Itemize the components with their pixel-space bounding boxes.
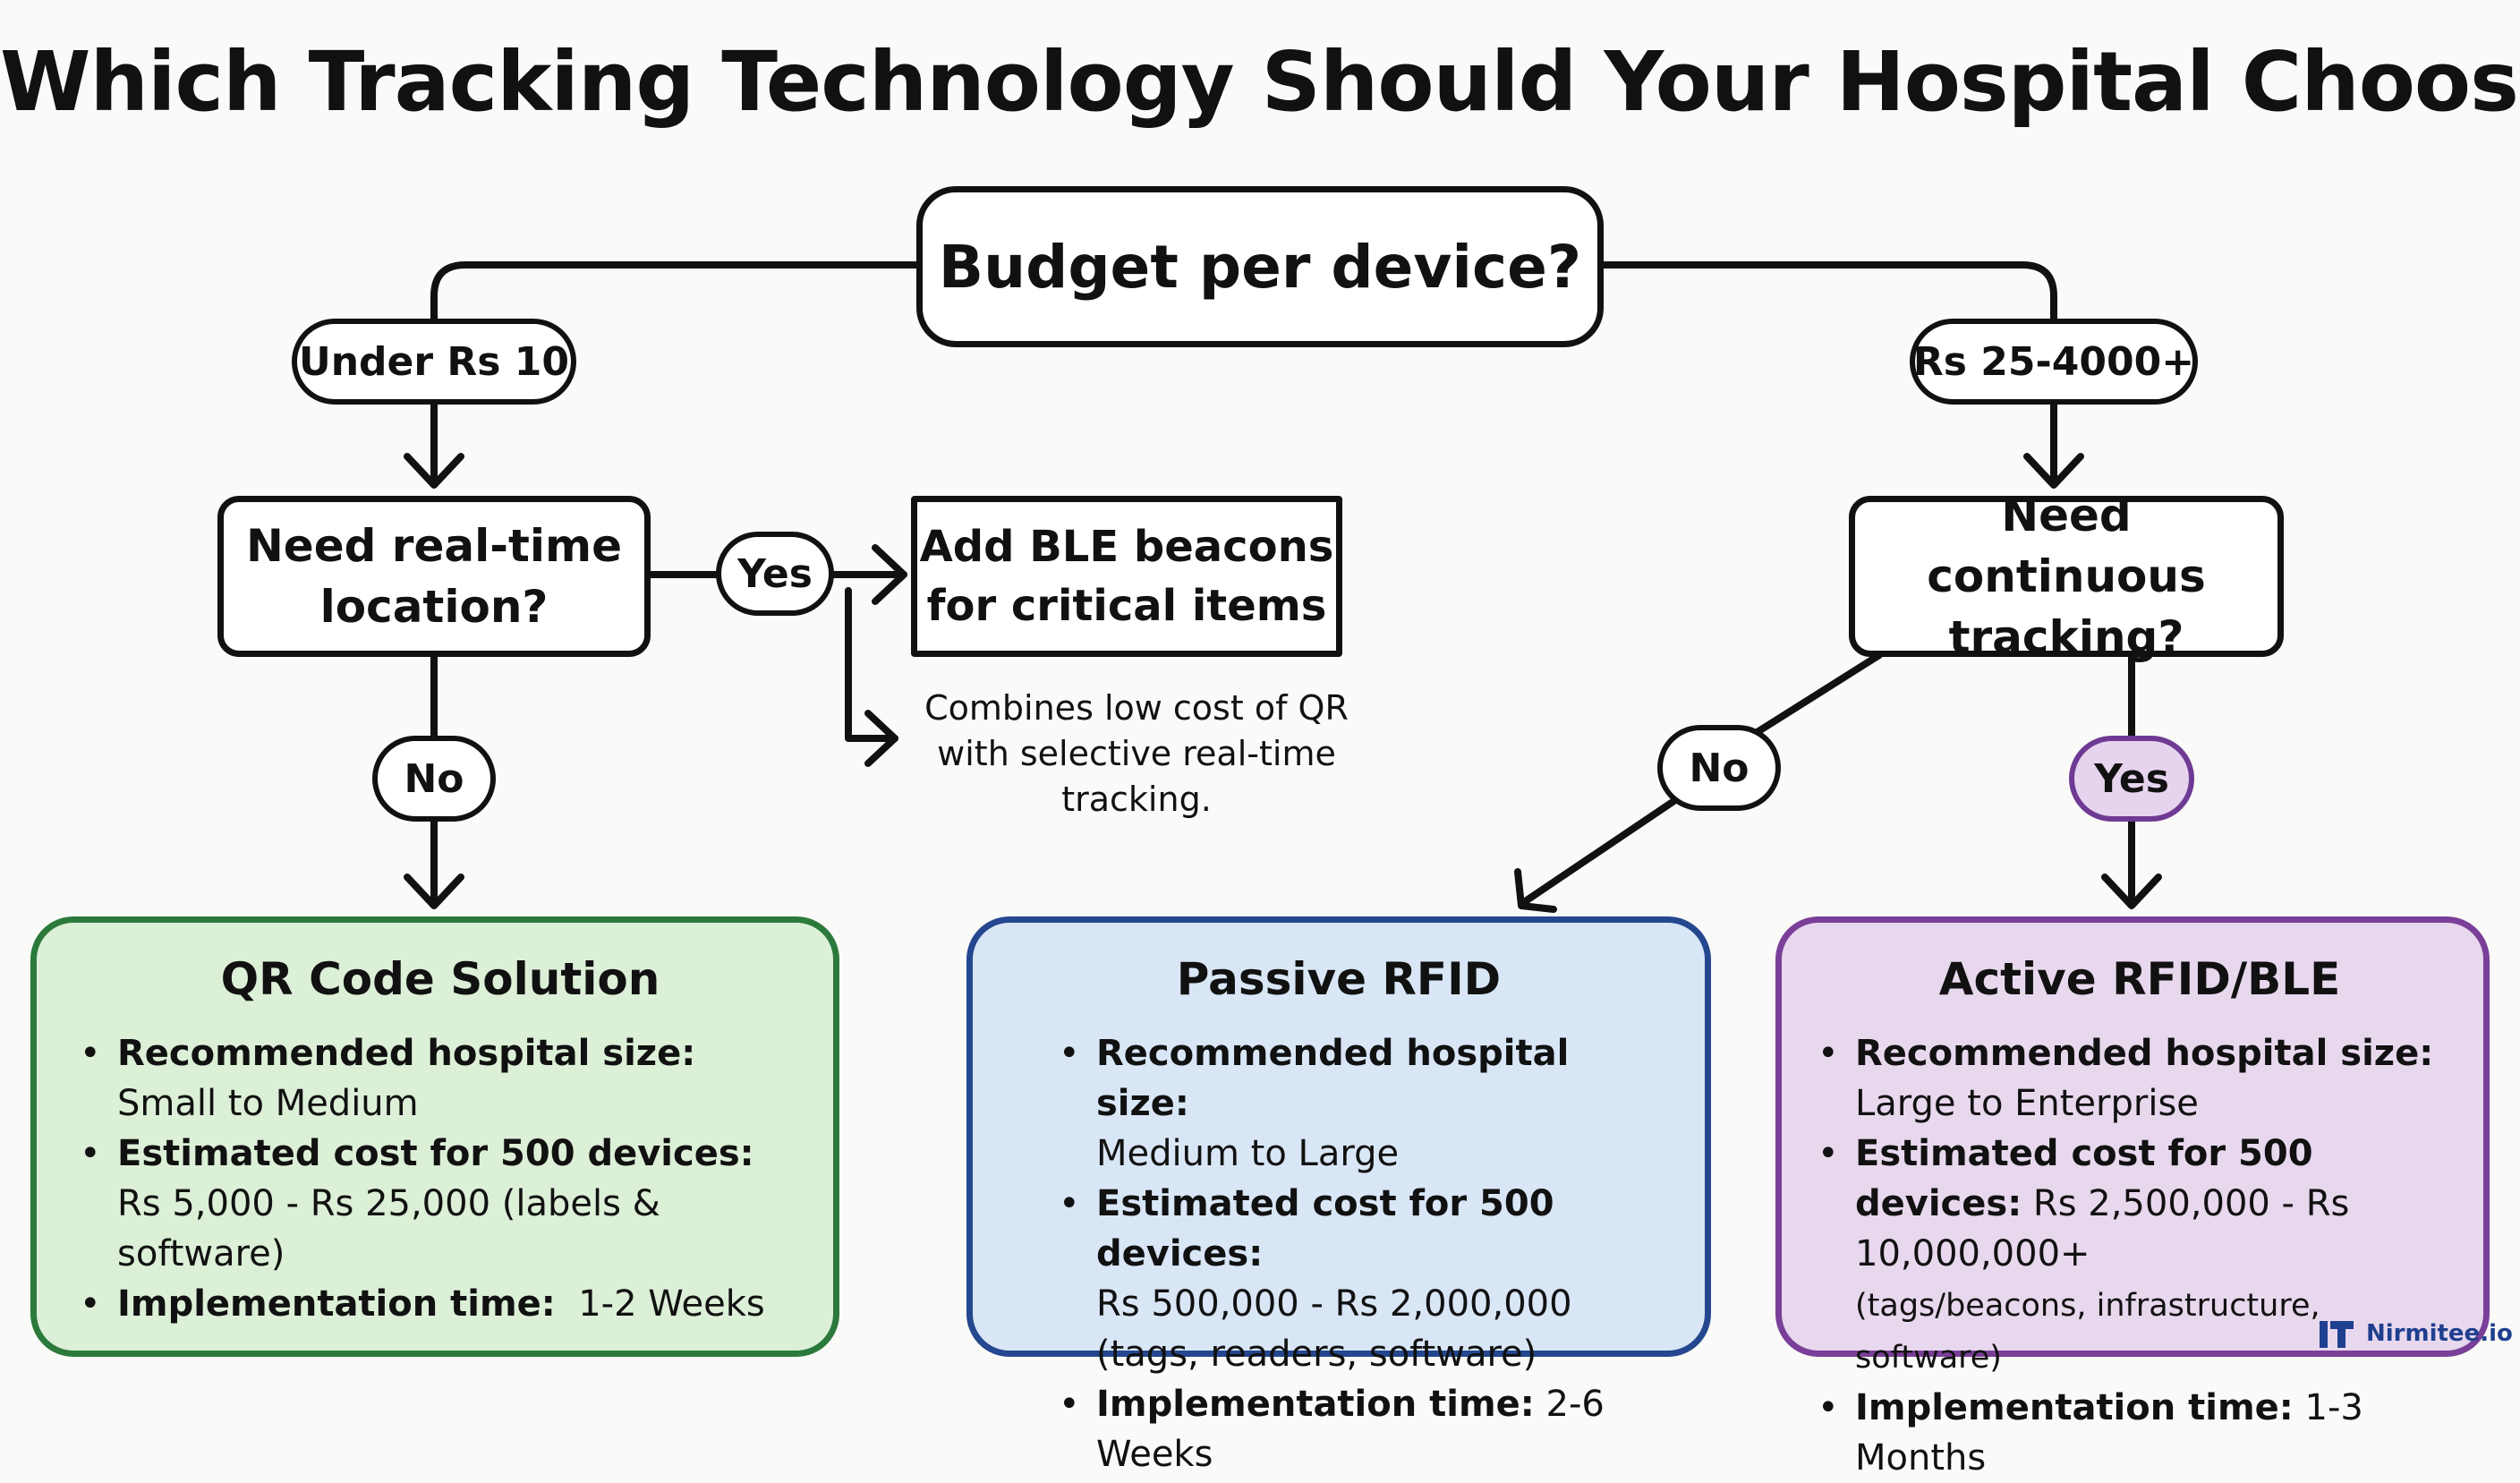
continuous-line2: tracking? bbox=[1948, 611, 2184, 663]
brand-watermark: Nirmitee.io bbox=[2318, 1316, 2513, 1351]
nirmitee-logo-icon bbox=[2320, 1321, 2354, 1348]
arrowhead bbox=[2101, 874, 2162, 909]
qr-card-title: QR Code Solution bbox=[220, 953, 660, 1005]
active-cost-item: Estimated cost for 500 devices: Rs 2,500… bbox=[1818, 1129, 2462, 1383]
realtime-line2: location? bbox=[319, 581, 549, 633]
ble-line2: for critical items bbox=[926, 581, 1327, 631]
connector-budget-left bbox=[430, 261, 920, 337]
budget-node-label: Budget per device? bbox=[938, 232, 1582, 302]
connector-budget-right bbox=[1600, 261, 2057, 337]
note-line2: with selective real-time bbox=[937, 734, 1336, 773]
continuous-line1: Need continuous bbox=[1927, 490, 2206, 602]
realtime-line1: Need real-time bbox=[245, 520, 623, 572]
connector-no-passive bbox=[1518, 795, 1681, 908]
edge-label-yes-left: Yes bbox=[716, 532, 834, 616]
brand-name: Nirmitee.io bbox=[2366, 1320, 2513, 1347]
active-card-title: Active RFID/BLE bbox=[1938, 953, 2341, 1005]
edge-label-under: Under Rs 10 bbox=[292, 319, 576, 405]
passive-card-title: Passive RFID bbox=[1176, 953, 1502, 1005]
qr-time-item: Implementation time: 1-2 Weeks bbox=[80, 1279, 801, 1329]
edge-label-yes-right: Yes bbox=[2069, 736, 2194, 822]
passive-size-item: Recommended hospital size:Medium to Larg… bbox=[1059, 1028, 1673, 1179]
edge-label-no-left: No bbox=[372, 736, 496, 822]
ble-node: Add BLE beacons for critical items bbox=[911, 496, 1342, 657]
realtime-node: Need real-time location? bbox=[217, 496, 651, 657]
edge-label-no-right: No bbox=[1657, 725, 1781, 811]
page-title: Which Tracking Technology Should Your Ho… bbox=[0, 34, 2520, 130]
budget-node: Budget per device? bbox=[916, 186, 1604, 347]
arrowhead bbox=[404, 453, 464, 489]
passive-rfid-card: Passive RFID Recommended hospital size:M… bbox=[966, 916, 1711, 1475]
connector-lines bbox=[404, 261, 2162, 913]
arrowhead bbox=[1514, 868, 1557, 913]
active-time-item: Implementation time: 1-3 Months bbox=[1818, 1383, 2462, 1483]
arrowhead bbox=[872, 544, 907, 605]
arrowhead bbox=[2023, 453, 2084, 489]
active-rfid-card: Active RFID/BLE Recommended hospital siz… bbox=[1775, 916, 2490, 1479]
edge-label-range: Rs 25-4000+ bbox=[1910, 319, 2198, 405]
arrowhead bbox=[404, 874, 464, 909]
note-line3: tracking. bbox=[1061, 780, 1212, 819]
qr-cost-item: Estimated cost for 500 devices: Rs 5,000… bbox=[80, 1129, 801, 1279]
note-line1: Combines low cost of QR bbox=[924, 688, 1349, 728]
ble-line1: Add BLE beacons bbox=[919, 522, 1334, 572]
qr-size-item: Recommended hospital size: Small to Medi… bbox=[80, 1028, 801, 1129]
connector-to-note bbox=[845, 587, 898, 742]
passive-time-item: Implementation time: 2-6 Weeks bbox=[1059, 1379, 1673, 1479]
arrowhead bbox=[864, 710, 898, 767]
passive-cost-item: Estimated cost for 500 devices:Rs 500,00… bbox=[1059, 1179, 1673, 1379]
active-size-item: Recommended hospital size:Large to Enter… bbox=[1818, 1028, 2462, 1129]
note-text: Combines low cost of QR with selective r… bbox=[904, 686, 1369, 822]
qr-card: QR Code Solution Recommended hospital si… bbox=[30, 916, 839, 1357]
continuous-node: Need continuous tracking? bbox=[1849, 490, 2284, 663]
